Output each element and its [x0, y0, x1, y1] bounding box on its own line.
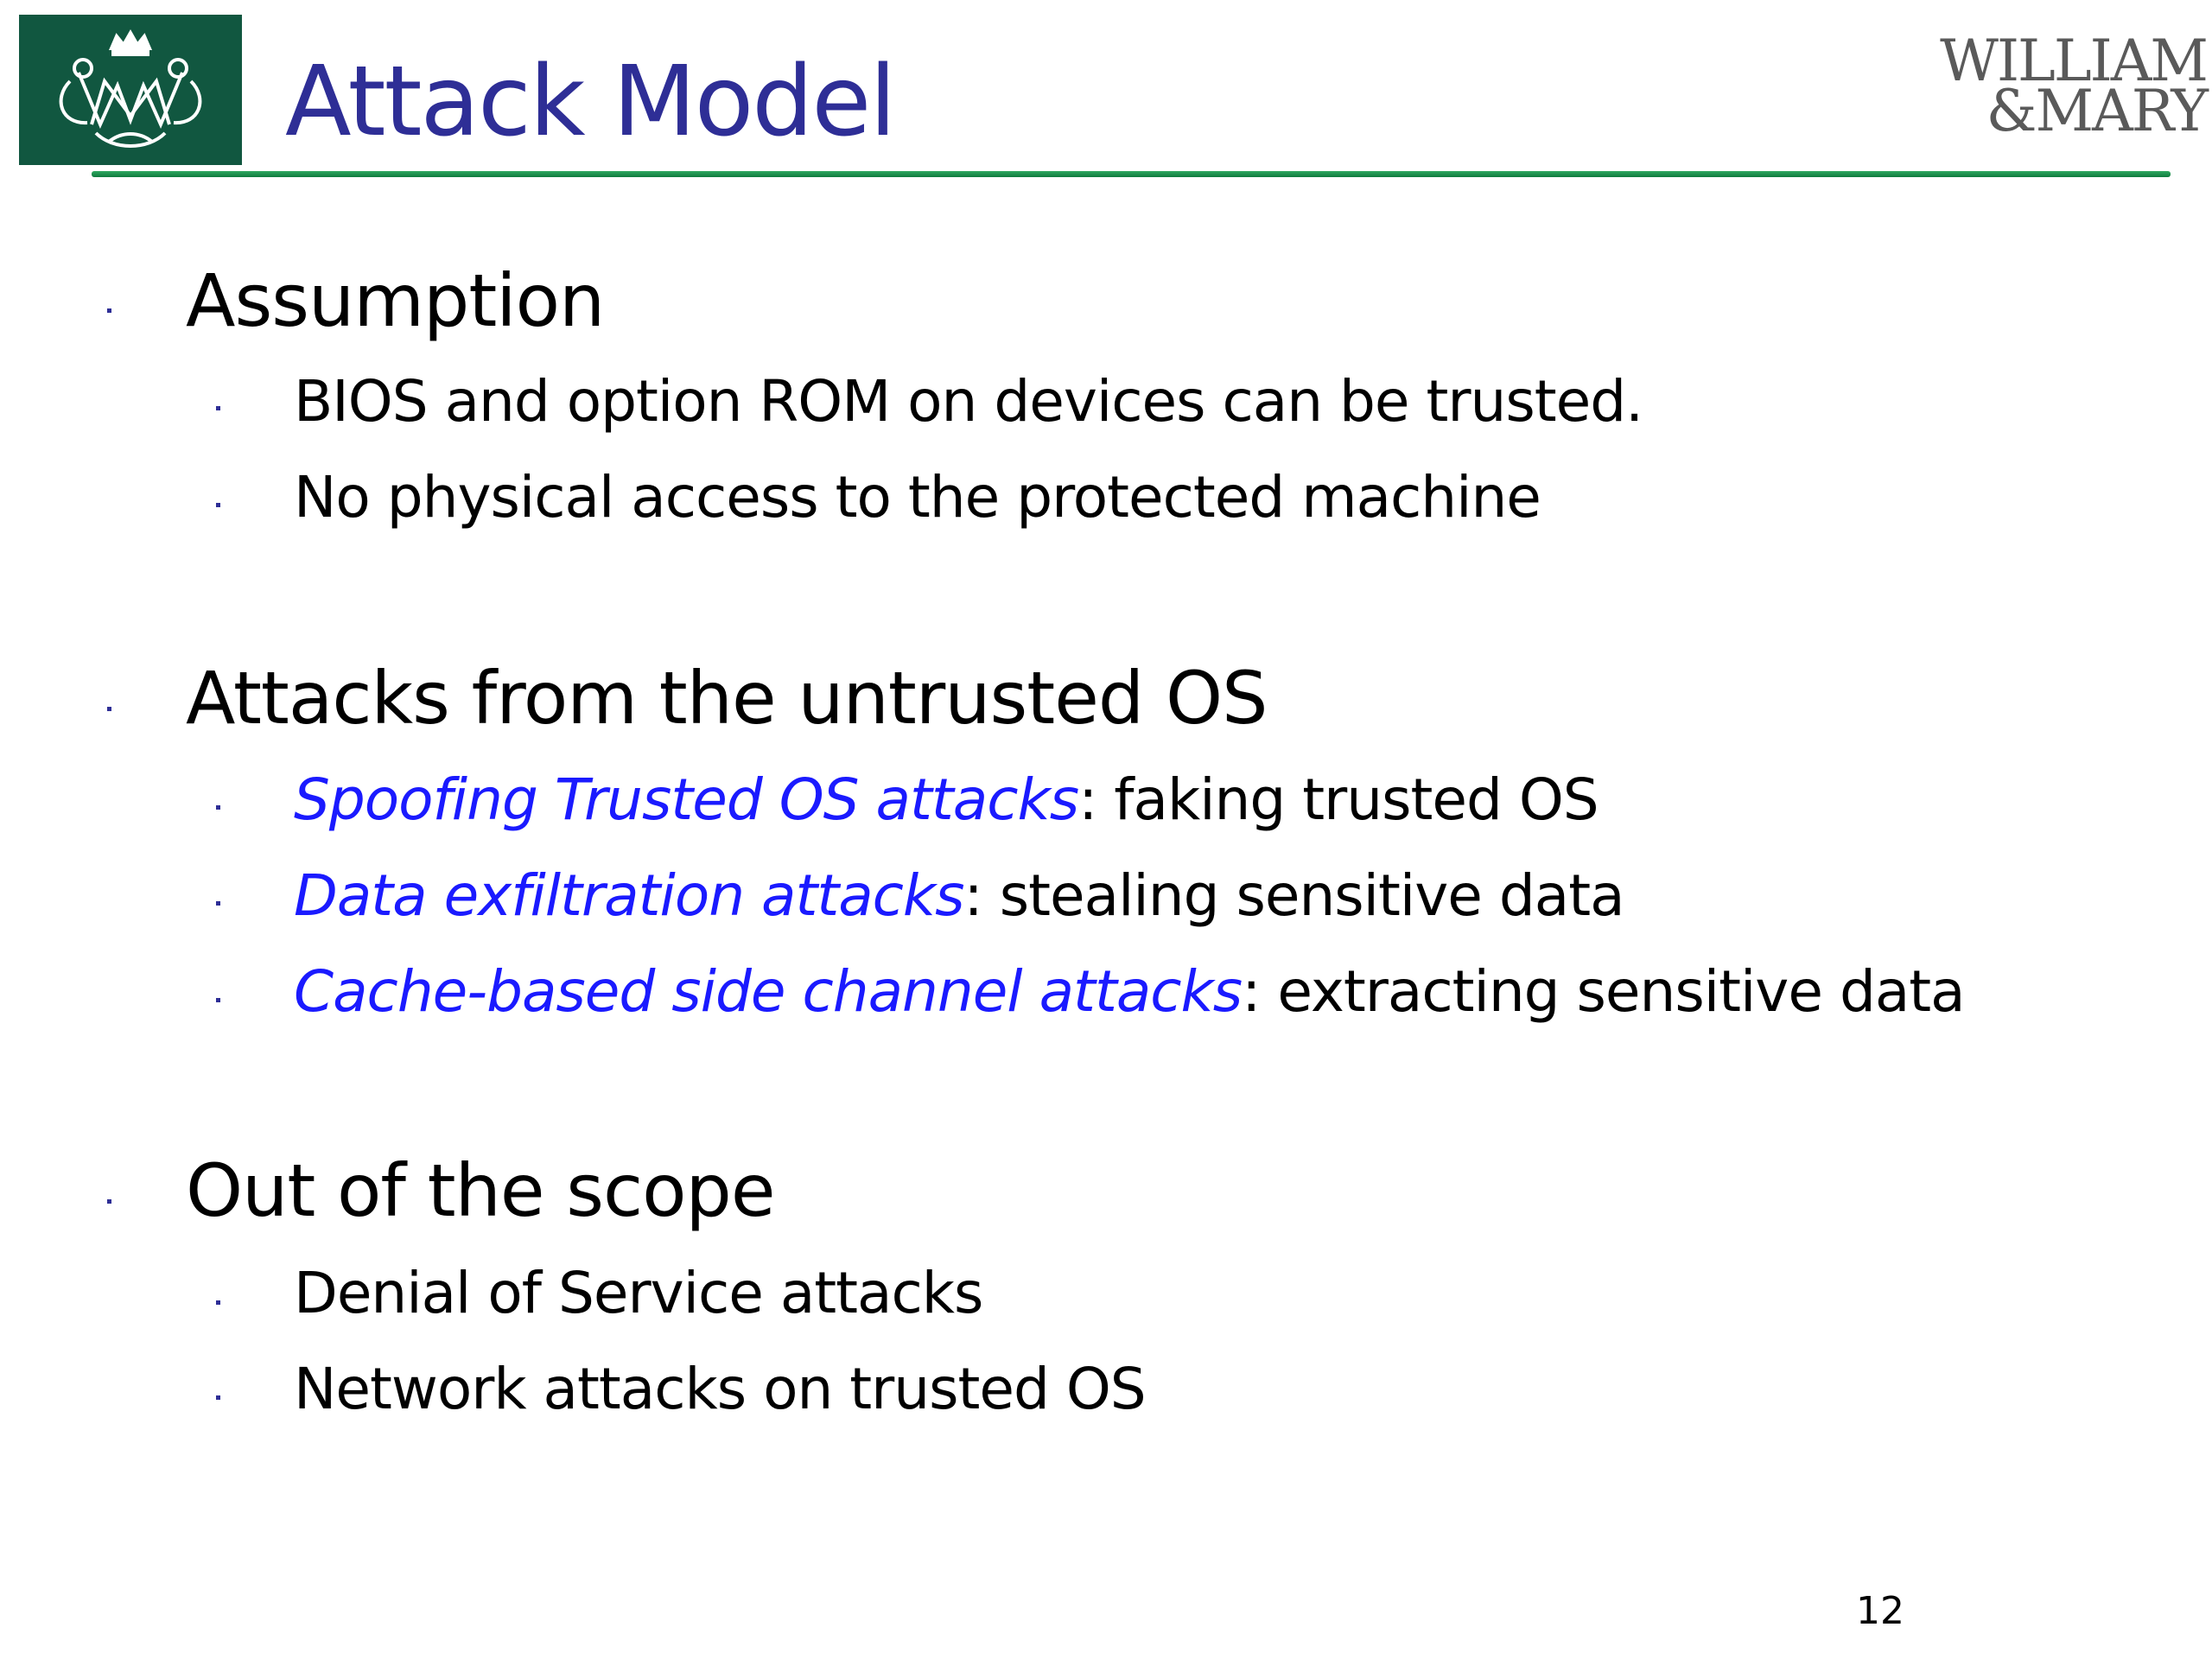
sub-bullet-icon — [216, 503, 220, 507]
sub-bullet-icon — [216, 901, 220, 906]
list-item-text: Denial of Service attacks — [294, 1260, 983, 1326]
bullet-icon — [107, 707, 111, 711]
wordmark-line-1: WILLIAM — [1940, 28, 2209, 94]
list-item: Denial of Service attacks — [294, 1265, 983, 1322]
list-item-emphasis: Cache-based side channel attacks — [294, 958, 1243, 1025]
slide-title: Attack Model — [285, 46, 896, 158]
sub-bullet-icon — [216, 1395, 220, 1400]
title-divider — [92, 171, 2171, 177]
list-item: No physical access to the protected mach… — [294, 469, 1541, 526]
list-item-text: : extracting sensitive data — [1242, 958, 1965, 1025]
sub-bullet-icon — [216, 805, 220, 810]
bullet-icon — [107, 308, 111, 313]
sub-bullet-icon — [216, 1300, 220, 1305]
page-number: 12 — [1856, 1589, 1904, 1633]
wordmark-line-2: &MARY — [1986, 78, 2209, 144]
crown-cypher-icon — [59, 29, 202, 148]
list-item-emphasis: Spoofing Trusted OS attacks — [294, 766, 1079, 833]
list-item-text: : stealing sensitive data — [963, 862, 1625, 929]
university-wordmark: WILLIAM &MARY — [1930, 28, 2209, 144]
list-item: Network attacks on trusted OS — [294, 1361, 1147, 1418]
section-heading: Out of the scope — [186, 1148, 776, 1233]
list-item: BIOS and option ROM on devices can be tr… — [294, 373, 1643, 430]
list-item: Data exfiltration attacks: stealing sens… — [294, 868, 1625, 925]
list-item-text: Network attacks on trusted OS — [294, 1356, 1147, 1422]
list-item-text: : faking trusted OS — [1078, 766, 1599, 833]
sub-bullet-icon — [216, 998, 220, 1002]
cypher-logo — [19, 15, 242, 165]
list-item: Cache-based side channel attacks: extrac… — [294, 963, 1966, 1020]
list-item-emphasis: Data exfiltration attacks — [294, 862, 965, 929]
list-item: Spoofing Trusted OS attacks: faking trus… — [294, 772, 1599, 829]
section-heading: Attacks from the untrusted OS — [186, 656, 1268, 741]
bullet-icon — [107, 1199, 111, 1204]
sub-bullet-icon — [216, 406, 220, 410]
list-item-text: BIOS and option ROM on devices can be tr… — [294, 368, 1643, 435]
list-item-text: No physical access to the protected mach… — [294, 464, 1541, 531]
section-heading: Assumption — [186, 258, 605, 343]
